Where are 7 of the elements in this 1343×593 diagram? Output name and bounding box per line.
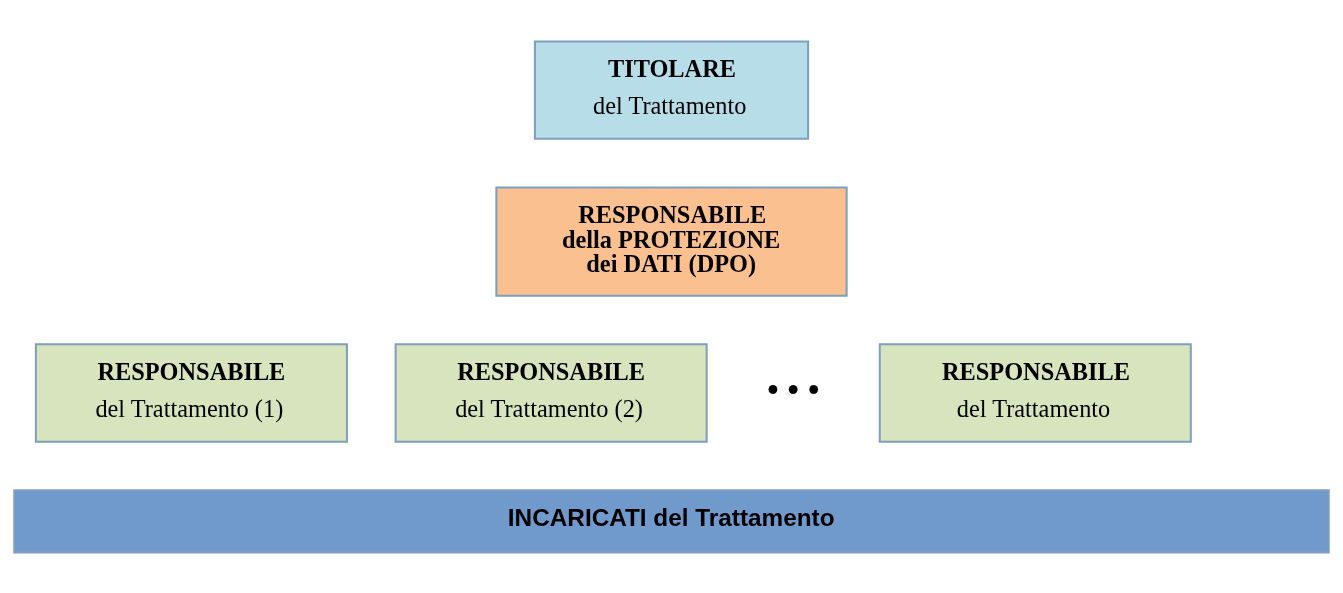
node-box: TITOLARE del Trattamento	[533, 39, 810, 140]
node-box: RESPONSABILE della PROTEZIONE dei DATI (DPO)	[495, 185, 848, 297]
label: • • •	[767, 371, 820, 408]
node-box: RESPONSABILE del Trattamento (1)	[34, 342, 348, 443]
node-box: RESPONSABILE del Trattamento (2)	[394, 342, 708, 443]
node-box: RESPONSABILE del Trattamento	[878, 342, 1192, 443]
node-box: INCARICATI del Trattamento	[13, 488, 1330, 554]
